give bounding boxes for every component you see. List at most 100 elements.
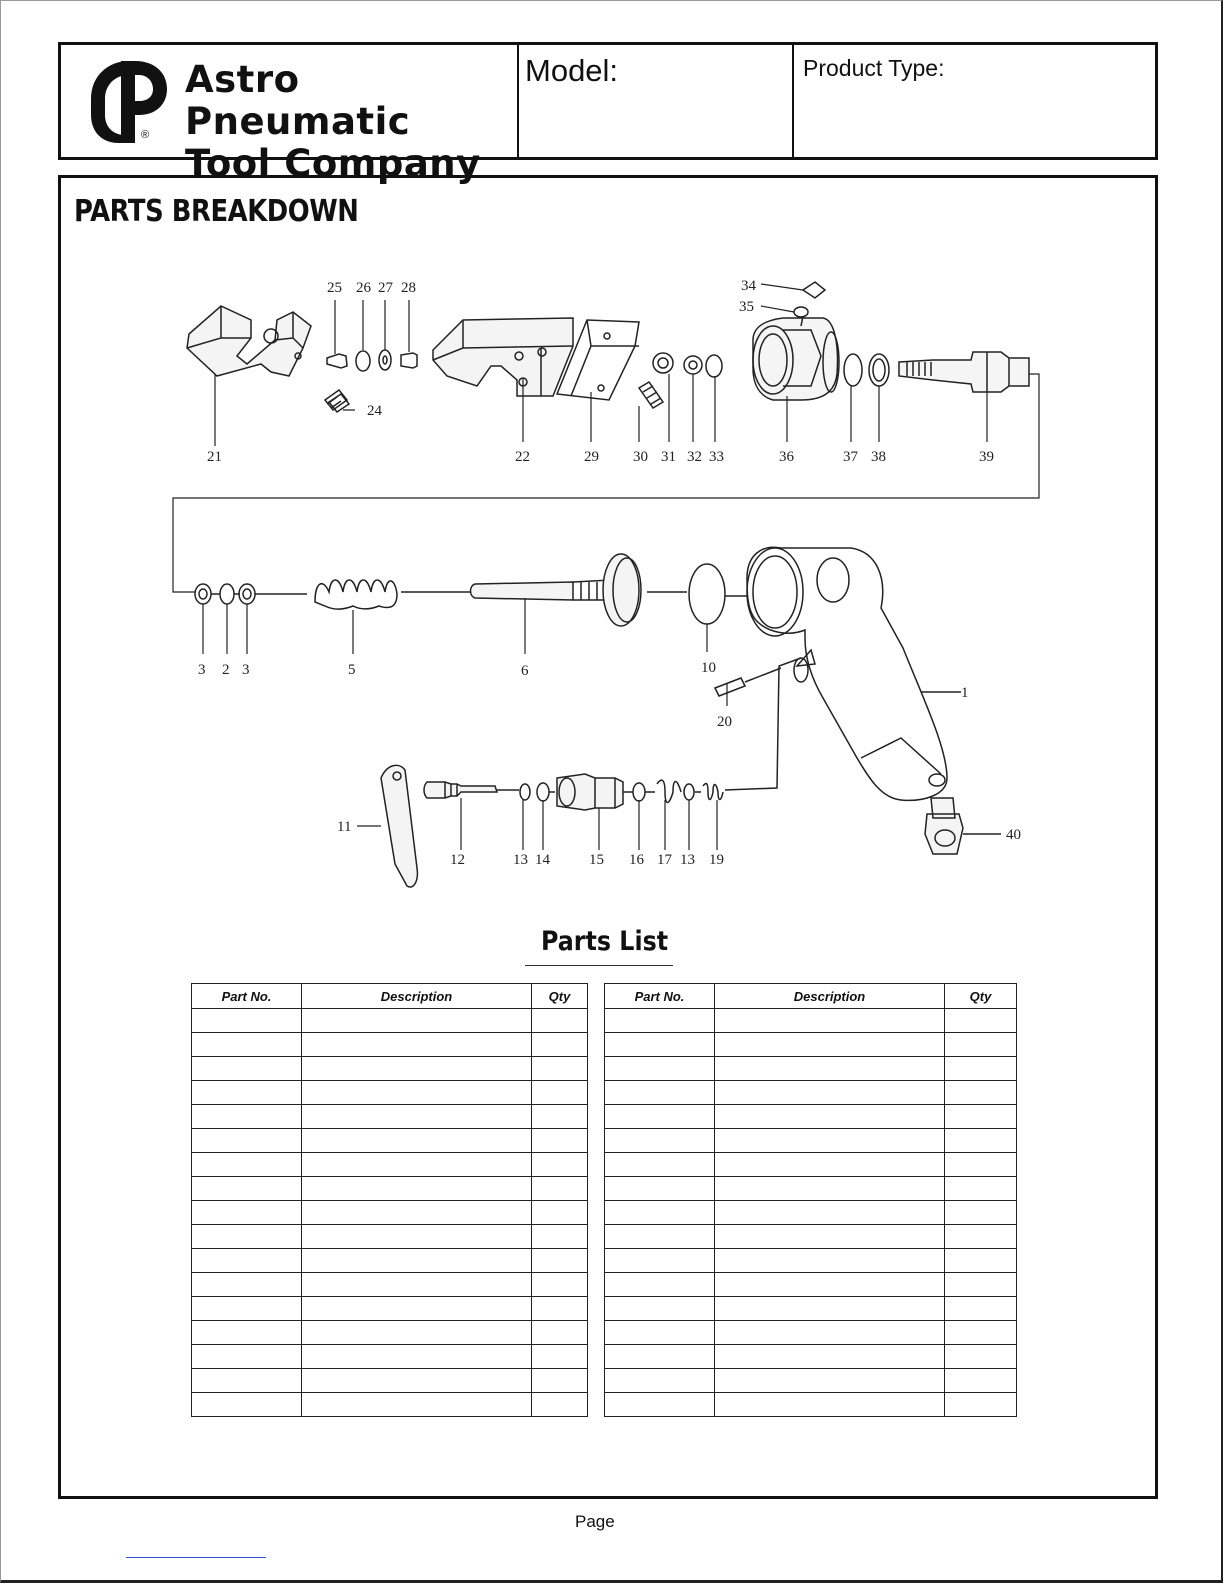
qty-cell[interactable] [531, 1248, 588, 1273]
description-cell[interactable] [301, 1344, 532, 1369]
description-cell[interactable] [301, 1200, 532, 1225]
qty-cell[interactable] [944, 1200, 1017, 1225]
qty-cell[interactable] [531, 1320, 588, 1345]
qty-cell[interactable] [944, 1344, 1017, 1369]
qty-cell[interactable] [944, 1176, 1017, 1201]
description-cell[interactable] [714, 1344, 945, 1369]
description-cell[interactable] [714, 1224, 945, 1249]
part-no-cell[interactable] [604, 1344, 715, 1369]
qty-cell[interactable] [531, 1224, 588, 1249]
part-no-cell[interactable] [604, 1248, 715, 1273]
part-no-cell[interactable] [191, 1128, 302, 1153]
description-cell[interactable] [301, 1080, 532, 1105]
part-no-cell[interactable] [191, 1392, 302, 1417]
part-no-cell[interactable] [191, 1248, 302, 1273]
part-no-cell[interactable] [604, 1200, 715, 1225]
qty-cell[interactable] [531, 1344, 588, 1369]
part-no-cell[interactable] [604, 1128, 715, 1153]
description-cell[interactable] [714, 1248, 945, 1273]
description-cell[interactable] [714, 1080, 945, 1105]
qty-cell[interactable] [531, 1128, 588, 1153]
part-no-cell[interactable] [191, 1224, 302, 1249]
qty-cell[interactable] [944, 1392, 1017, 1417]
description-cell[interactable] [714, 1392, 945, 1417]
part-no-cell[interactable] [191, 1320, 302, 1345]
part-no-cell[interactable] [604, 1176, 715, 1201]
description-cell[interactable] [714, 1296, 945, 1321]
qty-cell[interactable] [944, 1152, 1017, 1177]
qty-cell[interactable] [531, 1368, 588, 1393]
part-no-cell[interactable] [191, 1032, 302, 1057]
part-no-cell[interactable] [191, 1200, 302, 1225]
part-no-cell[interactable] [191, 1152, 302, 1177]
qty-cell[interactable] [944, 1104, 1017, 1129]
qty-cell[interactable] [531, 1152, 588, 1177]
qty-cell[interactable] [944, 1032, 1017, 1057]
description-cell[interactable] [301, 1320, 532, 1345]
qty-cell[interactable] [944, 1296, 1017, 1321]
qty-cell[interactable] [531, 1200, 588, 1225]
qty-cell[interactable] [531, 1008, 588, 1033]
qty-cell[interactable] [531, 1056, 588, 1081]
description-cell[interactable] [301, 1176, 532, 1201]
part-no-cell[interactable] [604, 1296, 715, 1321]
part-no-cell[interactable] [191, 1080, 302, 1105]
part-no-cell[interactable] [191, 1344, 302, 1369]
description-cell[interactable] [714, 1176, 945, 1201]
part-no-cell[interactable] [604, 1224, 715, 1249]
qty-cell[interactable] [944, 1008, 1017, 1033]
qty-cell[interactable] [944, 1368, 1017, 1393]
part-no-cell[interactable] [604, 1104, 715, 1129]
description-cell[interactable] [714, 1272, 945, 1297]
description-cell[interactable] [301, 1128, 532, 1153]
qty-cell[interactable] [531, 1080, 588, 1105]
description-cell[interactable] [301, 1224, 532, 1249]
description-cell[interactable] [714, 1152, 945, 1177]
description-cell[interactable] [301, 1296, 532, 1321]
part-no-cell[interactable] [604, 1056, 715, 1081]
part-no-cell[interactable] [191, 1296, 302, 1321]
description-cell[interactable] [714, 1320, 945, 1345]
part-no-cell[interactable] [604, 1272, 715, 1297]
part-no-cell[interactable] [604, 1320, 715, 1345]
part-no-cell[interactable] [191, 1368, 302, 1393]
description-cell[interactable] [714, 1008, 945, 1033]
description-cell[interactable] [714, 1056, 945, 1081]
description-cell[interactable] [301, 1008, 532, 1033]
description-cell[interactable] [301, 1368, 532, 1393]
qty-cell[interactable] [944, 1056, 1017, 1081]
qty-cell[interactable] [531, 1272, 588, 1297]
qty-cell[interactable] [531, 1032, 588, 1057]
part-no-cell[interactable] [604, 1008, 715, 1033]
description-cell[interactable] [714, 1128, 945, 1153]
description-cell[interactable] [301, 1392, 532, 1417]
description-cell[interactable] [714, 1200, 945, 1225]
qty-cell[interactable] [531, 1392, 588, 1417]
qty-cell[interactable] [944, 1248, 1017, 1273]
qty-cell[interactable] [944, 1080, 1017, 1105]
description-cell[interactable] [301, 1104, 532, 1129]
part-no-cell[interactable] [604, 1392, 715, 1417]
qty-cell[interactable] [531, 1296, 588, 1321]
description-cell[interactable] [301, 1272, 532, 1297]
part-no-cell[interactable] [191, 1056, 302, 1081]
part-no-cell[interactable] [604, 1032, 715, 1057]
qty-cell[interactable] [944, 1128, 1017, 1153]
description-cell[interactable] [714, 1032, 945, 1057]
description-cell[interactable] [714, 1104, 945, 1129]
qty-cell[interactable] [944, 1320, 1017, 1345]
qty-cell[interactable] [531, 1176, 588, 1201]
part-no-cell[interactable] [604, 1368, 715, 1393]
qty-cell[interactable] [944, 1224, 1017, 1249]
part-no-cell[interactable] [191, 1272, 302, 1297]
qty-cell[interactable] [944, 1272, 1017, 1297]
part-no-cell[interactable] [604, 1152, 715, 1177]
part-no-cell[interactable] [191, 1008, 302, 1033]
description-cell[interactable] [301, 1248, 532, 1273]
part-no-cell[interactable] [191, 1104, 302, 1129]
part-no-cell[interactable] [191, 1176, 302, 1201]
part-no-cell[interactable] [604, 1080, 715, 1105]
description-cell[interactable] [301, 1056, 532, 1081]
qty-cell[interactable] [531, 1104, 588, 1129]
description-cell[interactable] [301, 1152, 532, 1177]
